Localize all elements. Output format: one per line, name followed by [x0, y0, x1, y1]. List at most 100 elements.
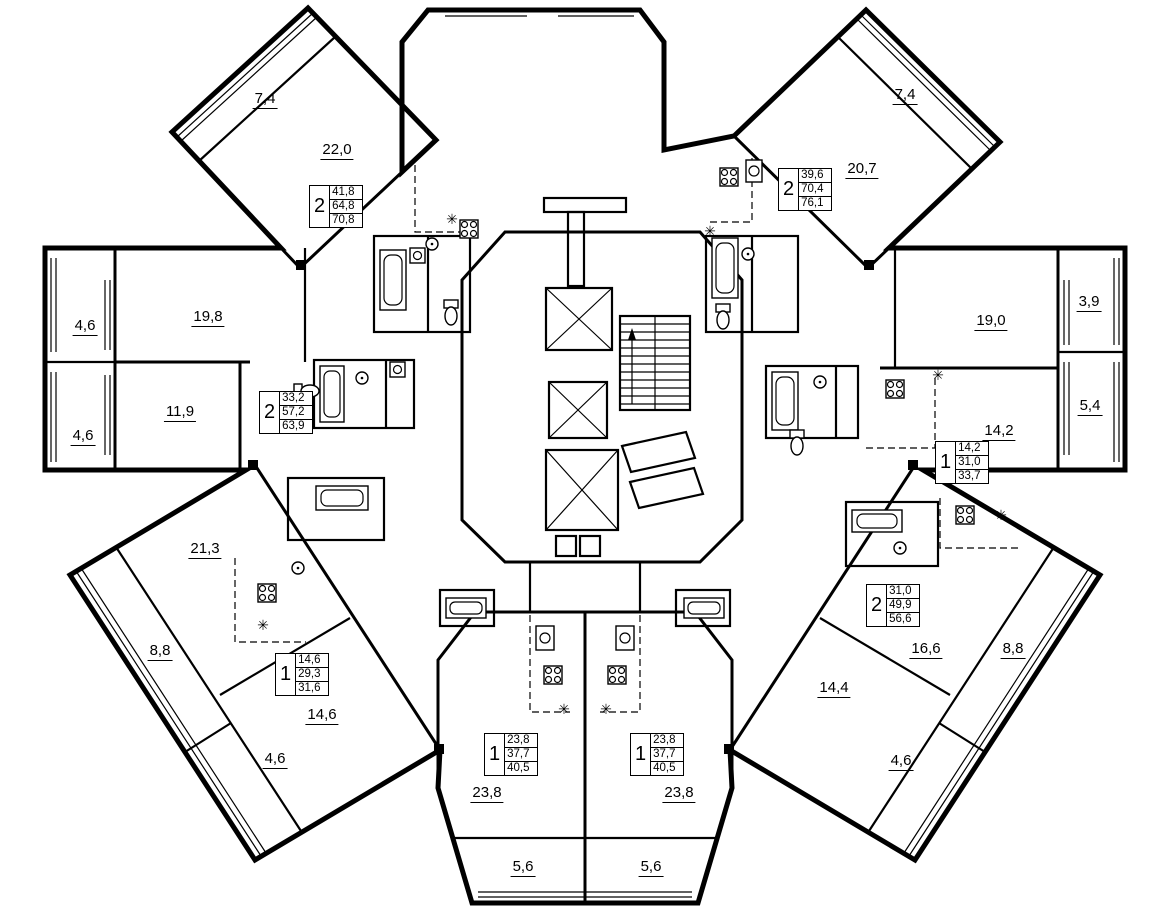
room-area-label: 5,6	[510, 858, 536, 877]
sink-icon	[893, 541, 907, 555]
room-area-label: 11,9	[163, 403, 197, 422]
apartment-area-value: 14,6	[296, 654, 329, 668]
apartment-spec-box: 1 23,8 37,7 40,5	[484, 733, 539, 776]
room-area-label: 14,2	[982, 422, 1016, 441]
apartment-area-value: 31,0	[887, 585, 920, 599]
apartment-area-value: 40,5	[653, 762, 676, 774]
stove-icon	[459, 219, 479, 239]
core-walls	[460, 230, 744, 564]
apartment-area-value: 23,8	[651, 734, 684, 748]
room-area-label: 14,6	[305, 706, 339, 725]
vent-icon: ✳	[257, 617, 269, 633]
room-area-label: 8,8	[147, 642, 173, 661]
room-area-label: 5,6	[638, 858, 664, 877]
room-area-label: 19,0	[974, 312, 1008, 331]
staircase	[618, 314, 692, 412]
bathtub-icon	[319, 365, 345, 423]
apartment-area-value: 31,6	[298, 682, 321, 694]
window-glazing	[50, 12, 1120, 898]
apartment-area-value: 41,8	[330, 186, 363, 200]
apartment-area-value: 49,9	[887, 599, 920, 613]
toilet-icon	[715, 303, 731, 330]
stove-icon	[955, 505, 975, 525]
room-area-label: 3,9	[1076, 293, 1102, 312]
apartment-area-value: 33,7	[958, 470, 981, 482]
vent-icon: ✳	[995, 507, 1007, 523]
room-area-label: 16,6	[909, 640, 943, 659]
apartment-room-count: 1	[631, 734, 652, 775]
vent-icon: ✳	[704, 223, 716, 239]
washer-icon	[409, 247, 426, 264]
room-area-label: 23,8	[470, 784, 504, 803]
kitchen-sink-icon	[615, 625, 635, 651]
apartment-area-value: 56,6	[889, 613, 912, 625]
bathtub-icon	[771, 371, 799, 431]
kitchen-sink-icon	[535, 625, 555, 651]
apartment-area-value: 39,6	[799, 169, 832, 183]
apartment-spec-box: 1 14,6 29,3 31,6	[275, 653, 330, 696]
vent-icon: ✳	[932, 367, 944, 383]
vent-icon: ✳	[600, 701, 612, 717]
elevator-shaft	[547, 380, 609, 440]
bathtub-icon	[711, 237, 739, 299]
apartment-room-count: 1	[936, 442, 957, 483]
stove-icon	[719, 167, 739, 187]
apartment-room-count: 2	[867, 585, 888, 626]
bathroom-walls	[286, 234, 940, 628]
sink-icon	[291, 561, 305, 575]
toilet-icon	[789, 429, 805, 456]
toilet-icon	[443, 299, 459, 326]
interior-walls	[45, 36, 1125, 903]
room-area-label: 14,4	[817, 679, 851, 698]
storage-rooms	[554, 430, 705, 558]
apartment-area-value: 14,2	[956, 442, 989, 456]
structural-columns	[248, 260, 918, 754]
apartment-spec-box: 2 31,0 49,9 56,6	[866, 584, 921, 627]
bathtub-icon	[851, 509, 903, 533]
room-area-label: 8,8	[1000, 640, 1026, 659]
room-area-label: 7,4	[252, 90, 278, 109]
bathtub-icon	[315, 485, 369, 511]
room-area-label: 21,3	[188, 540, 222, 559]
apartment-spec-box: 1 14,2 31,0 33,7	[935, 441, 990, 484]
sink-icon	[425, 237, 439, 251]
apartment-room-count: 2	[779, 169, 800, 210]
room-area-label: 4,6	[72, 317, 98, 336]
apartment-room-count: 1	[485, 734, 506, 775]
apartment-area-value: 23,8	[505, 734, 538, 748]
sink-icon	[355, 371, 369, 385]
apartment-room-count: 2	[310, 186, 331, 227]
vent-icon: ✳	[446, 211, 458, 227]
apartment-area-value: 29,3	[296, 668, 329, 682]
apartment-area-value: 57,2	[280, 406, 313, 420]
apartment-area-value: 31,0	[956, 456, 989, 470]
apartment-room-count: 2	[260, 392, 281, 433]
apartment-spec-box: 2 39,6 70,4 76,1	[778, 168, 833, 211]
apartment-spec-box: 2 33,2 57,2 63,9	[259, 391, 314, 434]
stove-icon	[257, 583, 277, 603]
apartment-area-value: 70,8	[332, 214, 355, 226]
apartment-room-count: 1	[276, 654, 297, 695]
bathtub-icon	[379, 249, 407, 311]
room-area-label: 20,7	[845, 160, 879, 179]
apartment-spec-box: 1 23,8 37,7 40,5	[630, 733, 685, 776]
apartment-area-value: 63,9	[282, 420, 305, 432]
core	[460, 196, 744, 564]
room-area-label: 23,8	[662, 784, 696, 803]
washer-icon	[389, 361, 406, 378]
stove-icon	[543, 665, 563, 685]
apartment-area-value: 40,5	[507, 762, 530, 774]
bathtub-icon	[683, 597, 725, 619]
stove-icon	[607, 665, 627, 685]
room-area-label: 4,6	[888, 752, 914, 771]
room-area-label: 7,4	[892, 86, 918, 105]
bathtub-icon	[445, 597, 487, 619]
room-area-label: 4,6	[262, 750, 288, 769]
apartment-area-value: 64,8	[330, 200, 363, 214]
kitchen-sink-icon	[745, 159, 763, 183]
apartment-spec-box: 2 41,8 64,8 70,8	[309, 185, 364, 228]
fixtures: ✳ ✳ ✳ ✳ ✳ ✳ ✳	[257, 159, 1007, 717]
apartment-area-value: 37,7	[505, 748, 538, 762]
stair-direction-arrow	[628, 328, 636, 340]
room-area-label: 19,8	[191, 308, 225, 327]
